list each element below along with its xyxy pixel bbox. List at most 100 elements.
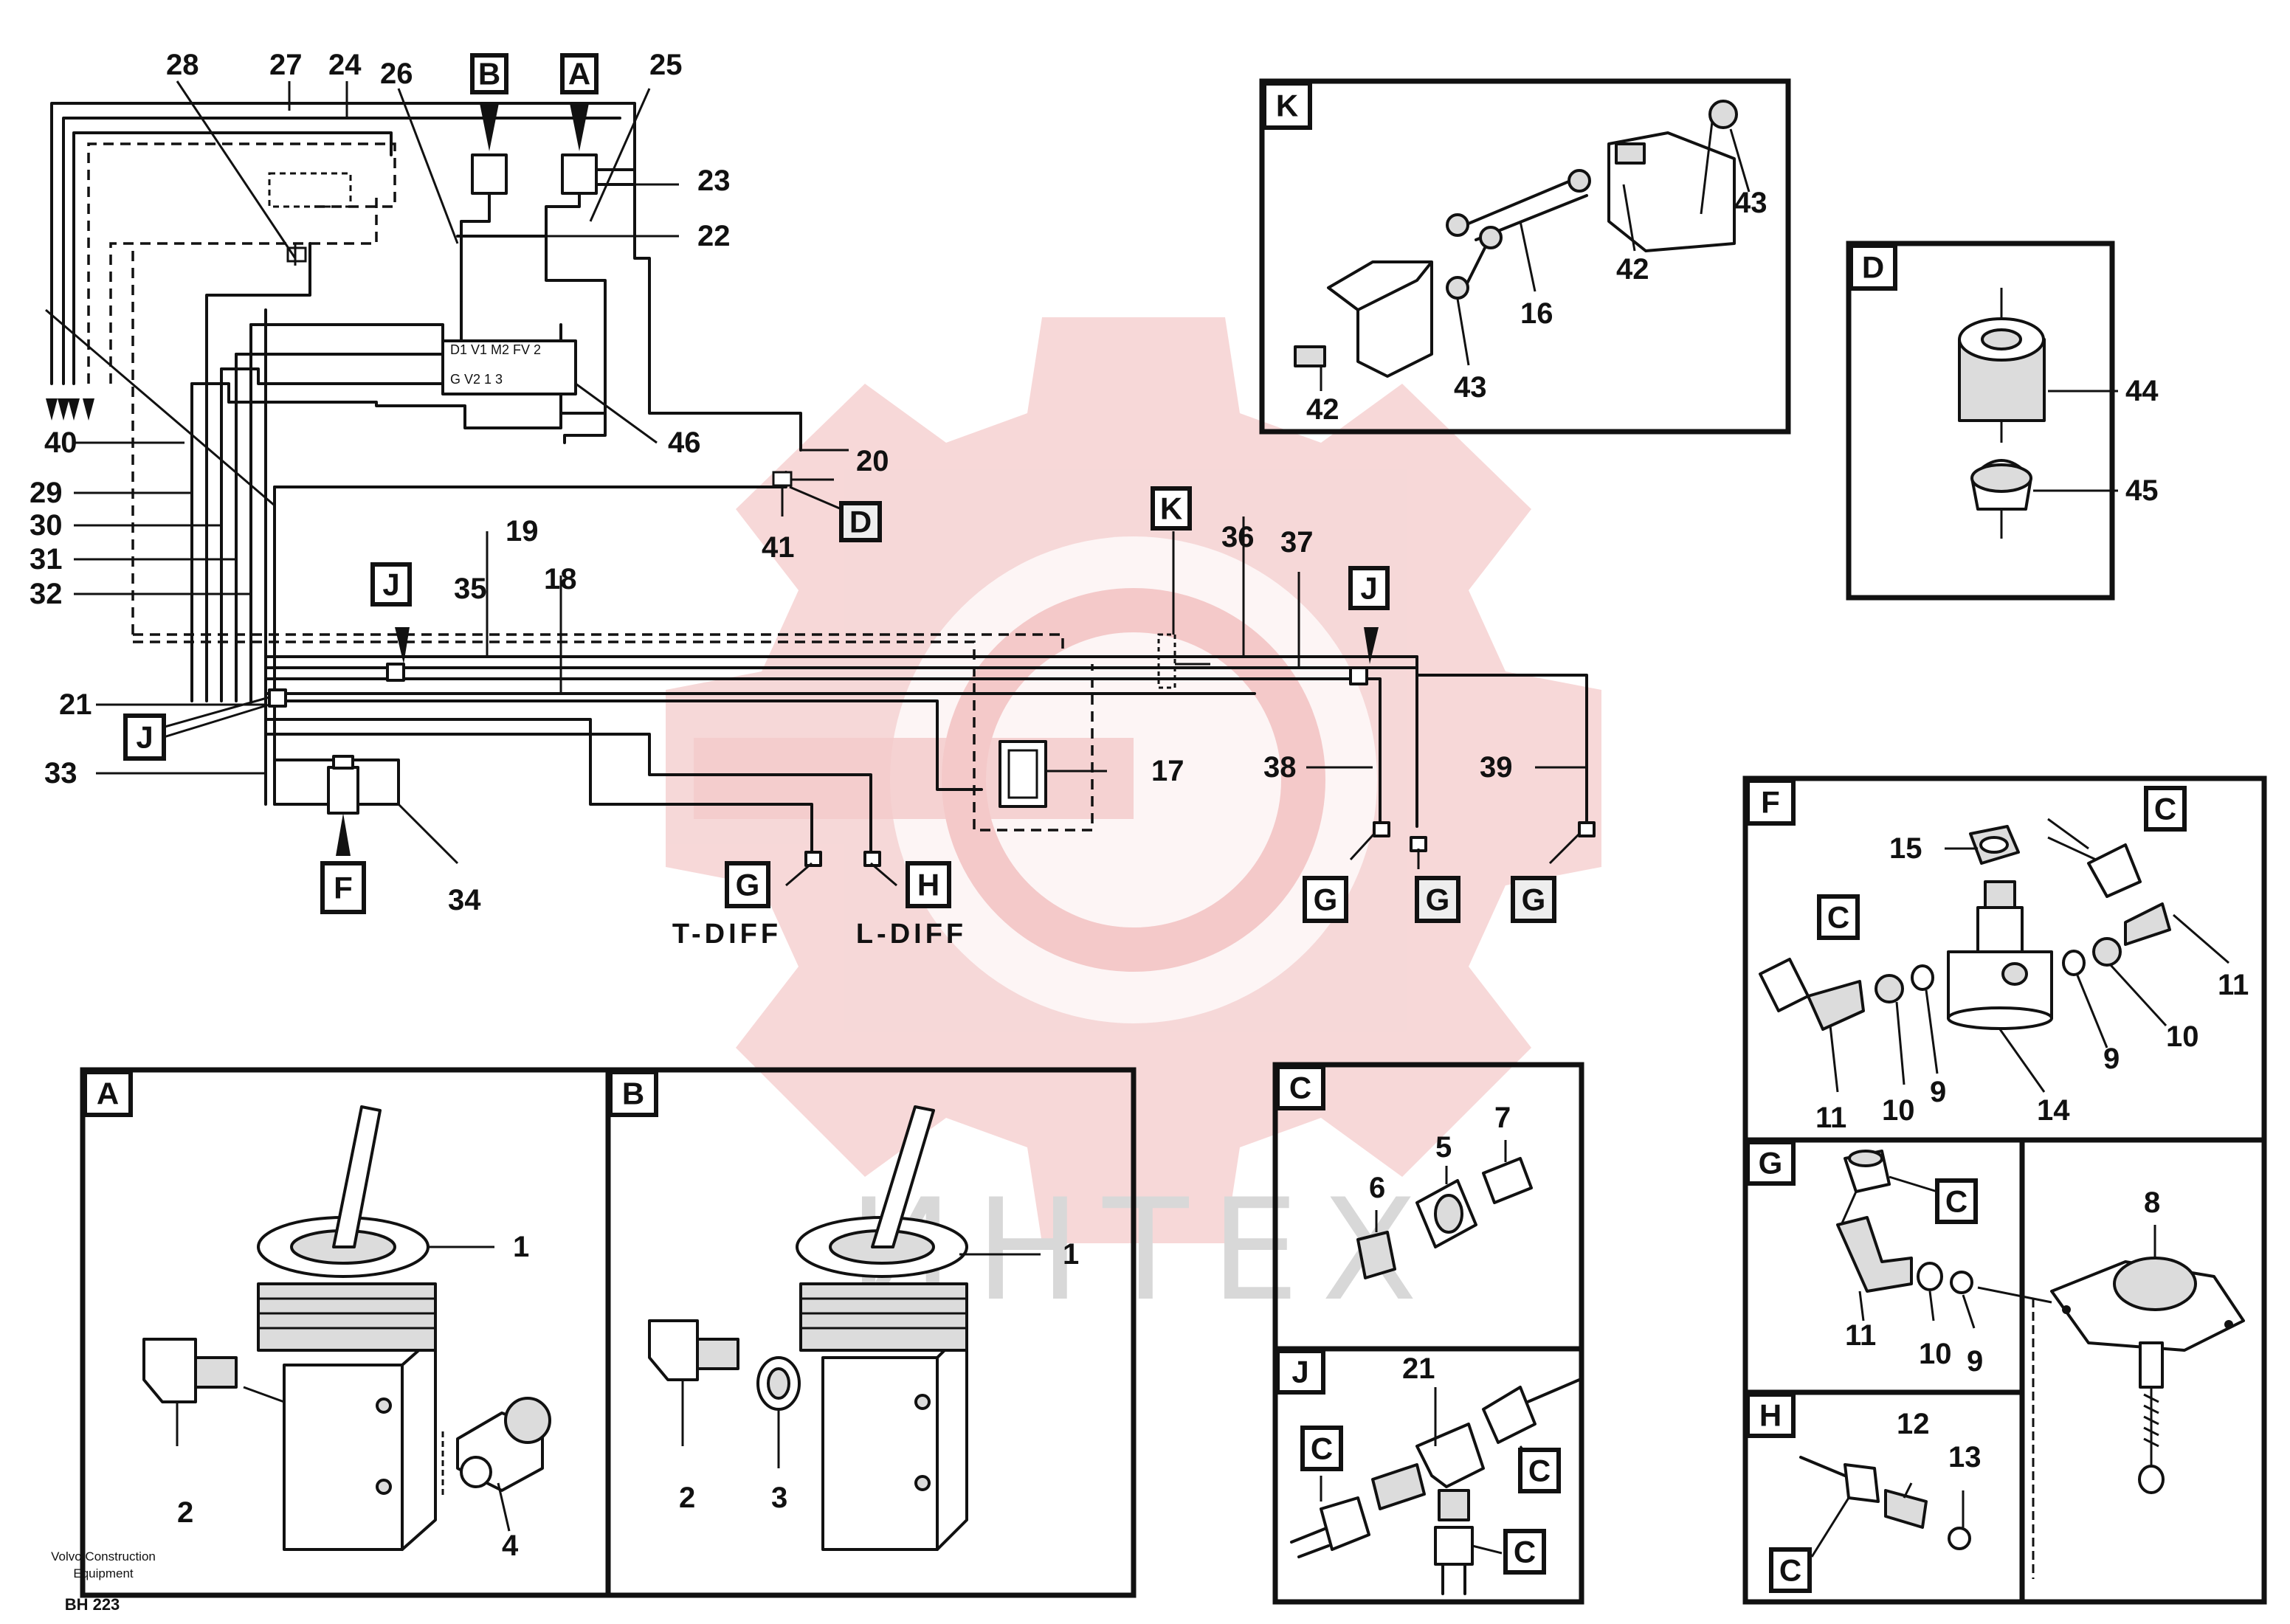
- valve-ports-top: D1 V1 M2 FV 2: [450, 342, 541, 357]
- panel-F-callout-9b: 9: [2103, 1043, 2120, 1075]
- panel-F-C2: C: [2154, 792, 2176, 826]
- panel-H: H C 12 13: [1742, 1389, 2025, 1605]
- callout-17: 17: [1151, 755, 1184, 787]
- panel-F-callout-10b: 10: [2166, 1020, 2199, 1053]
- panel-G-callout-9: 9: [1967, 1345, 1983, 1378]
- label-A: A: [568, 57, 590, 91]
- panel-D-label: D: [1862, 250, 1884, 285]
- callout-32: 32: [30, 578, 63, 610]
- panel-8: 8: [1977, 1137, 2267, 1605]
- panel-B-callout-3: 3: [771, 1482, 787, 1514]
- panel-C-callout-6: 6: [1369, 1172, 1385, 1204]
- callout-25: 25: [649, 49, 683, 81]
- panel-J-C1: C: [1311, 1431, 1333, 1466]
- panel-C-label: C: [1289, 1071, 1311, 1105]
- panel-A-callout-1: 1: [513, 1231, 529, 1263]
- callout-21: 21: [59, 688, 92, 721]
- panel-B-callout-1: 1: [1063, 1238, 1079, 1271]
- callout-30: 30: [30, 509, 63, 542]
- panel-K-callout-43a: 43: [1734, 187, 1767, 219]
- label-D: D: [849, 505, 872, 539]
- panel-F-callout-11a: 11: [1815, 1102, 1846, 1134]
- main-labels: B A K D J J J F G H G G G: [123, 53, 1556, 923]
- callout-26: 26: [380, 58, 413, 90]
- callout-39: 39: [1480, 751, 1513, 784]
- callout-38: 38: [1263, 751, 1297, 784]
- label-G3: G: [1426, 882, 1450, 917]
- panel-F-callout-11b: 11: [2218, 969, 2249, 1001]
- panel-C-callout-5: 5: [1435, 1131, 1452, 1164]
- panel-J-label: J: [1291, 1355, 1308, 1389]
- panel-K-callout-43b: 43: [1454, 371, 1487, 404]
- panel-F-callout-14: 14: [2037, 1094, 2070, 1127]
- callout-40: 40: [44, 426, 77, 459]
- label-F: F: [334, 871, 353, 905]
- panel-K-callout-42a: 42: [1616, 253, 1649, 286]
- panel-8-callout-8: 8: [2144, 1186, 2160, 1219]
- footer: Volvo Construction Equipment BH 223: [51, 1549, 156, 1614]
- callout-36: 36: [1221, 521, 1255, 553]
- panel-F-callout-15: 15: [1889, 832, 1922, 865]
- label-J3: J: [136, 720, 153, 755]
- panel-A-callout-4: 4: [502, 1530, 519, 1562]
- panel-B: B 1 2 3: [605, 1067, 1137, 1598]
- panel-K-callout-42b: 42: [1306, 393, 1339, 426]
- valve-ports-bottom: G V2 1 3: [450, 372, 503, 387]
- panel-G-label: G: [1759, 1146, 1783, 1181]
- label-K: K: [1160, 491, 1182, 526]
- panel-J-C3: C: [1514, 1535, 1536, 1569]
- label-J1: J: [382, 567, 399, 602]
- panel-G-callout-10: 10: [1919, 1338, 1952, 1370]
- caption-l-diff: L-DIFF: [856, 919, 967, 950]
- panel-A-callout-2: 2: [177, 1496, 193, 1529]
- callout-27: 27: [269, 49, 303, 81]
- callout-22: 22: [697, 220, 731, 252]
- callout-34: 34: [448, 884, 481, 916]
- label-B: B: [478, 57, 500, 91]
- panel-F: F 15 C C 11 10 9 11 10 9: [1742, 775, 2267, 1143]
- flow-arrows: [46, 398, 94, 421]
- callout-33: 33: [44, 757, 77, 789]
- panel-B-callout-2: 2: [679, 1482, 695, 1514]
- label-H: H: [917, 868, 939, 902]
- panel-J: J 21 C C C: [1272, 1346, 1584, 1605]
- panel-A-label: A: [97, 1077, 119, 1111]
- label-G1: G: [736, 868, 760, 902]
- panel-F-callout-10a: 10: [1882, 1094, 1915, 1127]
- callout-18: 18: [544, 563, 577, 595]
- callout-19: 19: [506, 515, 539, 547]
- callout-29: 29: [30, 477, 63, 509]
- caption-t-diff: T-DIFF: [672, 919, 782, 950]
- panel-H-C1: C: [1779, 1553, 1801, 1588]
- brand-line-1: Volvo Construction: [51, 1549, 156, 1563]
- callout-46: 46: [668, 426, 701, 459]
- panel-K-label: K: [1276, 89, 1298, 123]
- panel-F-label: F: [1761, 785, 1780, 820]
- callout-35: 35: [454, 573, 487, 605]
- brand-line-2: Equipment: [73, 1566, 134, 1580]
- panel-C-callout-7: 7: [1494, 1102, 1511, 1134]
- panel-H-callout-12: 12: [1897, 1408, 1930, 1440]
- callout-37: 37: [1280, 526, 1314, 559]
- panel-K-callout-16: 16: [1520, 297, 1553, 330]
- label-G2: G: [1314, 882, 1338, 917]
- panel-D-callout-45: 45: [2125, 474, 2159, 507]
- callout-23: 23: [697, 165, 731, 197]
- panel-G-callout-11: 11: [1845, 1319, 1876, 1352]
- panel-G-C1: C: [1945, 1184, 1967, 1219]
- panel-F-C1: C: [1827, 900, 1849, 935]
- callout-20: 20: [856, 445, 889, 477]
- panel-G: G C 11 10 9: [1742, 1137, 2025, 1395]
- callout-28: 28: [166, 49, 199, 81]
- panel-J-callout-21: 21: [1402, 1352, 1435, 1385]
- callout-24: 24: [328, 49, 362, 81]
- main-callouts: 40 29 30 31 32 21 33 28 27 24 26 25 23 2…: [30, 49, 1513, 916]
- panel-A: A 1 2 4: [80, 1067, 611, 1598]
- main-schematic: D1 V1 M2 FV 2 G V2 1 3: [45, 80, 1596, 887]
- callout-31: 31: [30, 543, 63, 576]
- label-G4: G: [1522, 882, 1546, 917]
- panel-D-callout-44: 44: [2125, 375, 2159, 407]
- panel-K: K 43 42 16 43 42: [1259, 78, 1791, 435]
- panel-H-callout-13: 13: [1948, 1441, 1982, 1473]
